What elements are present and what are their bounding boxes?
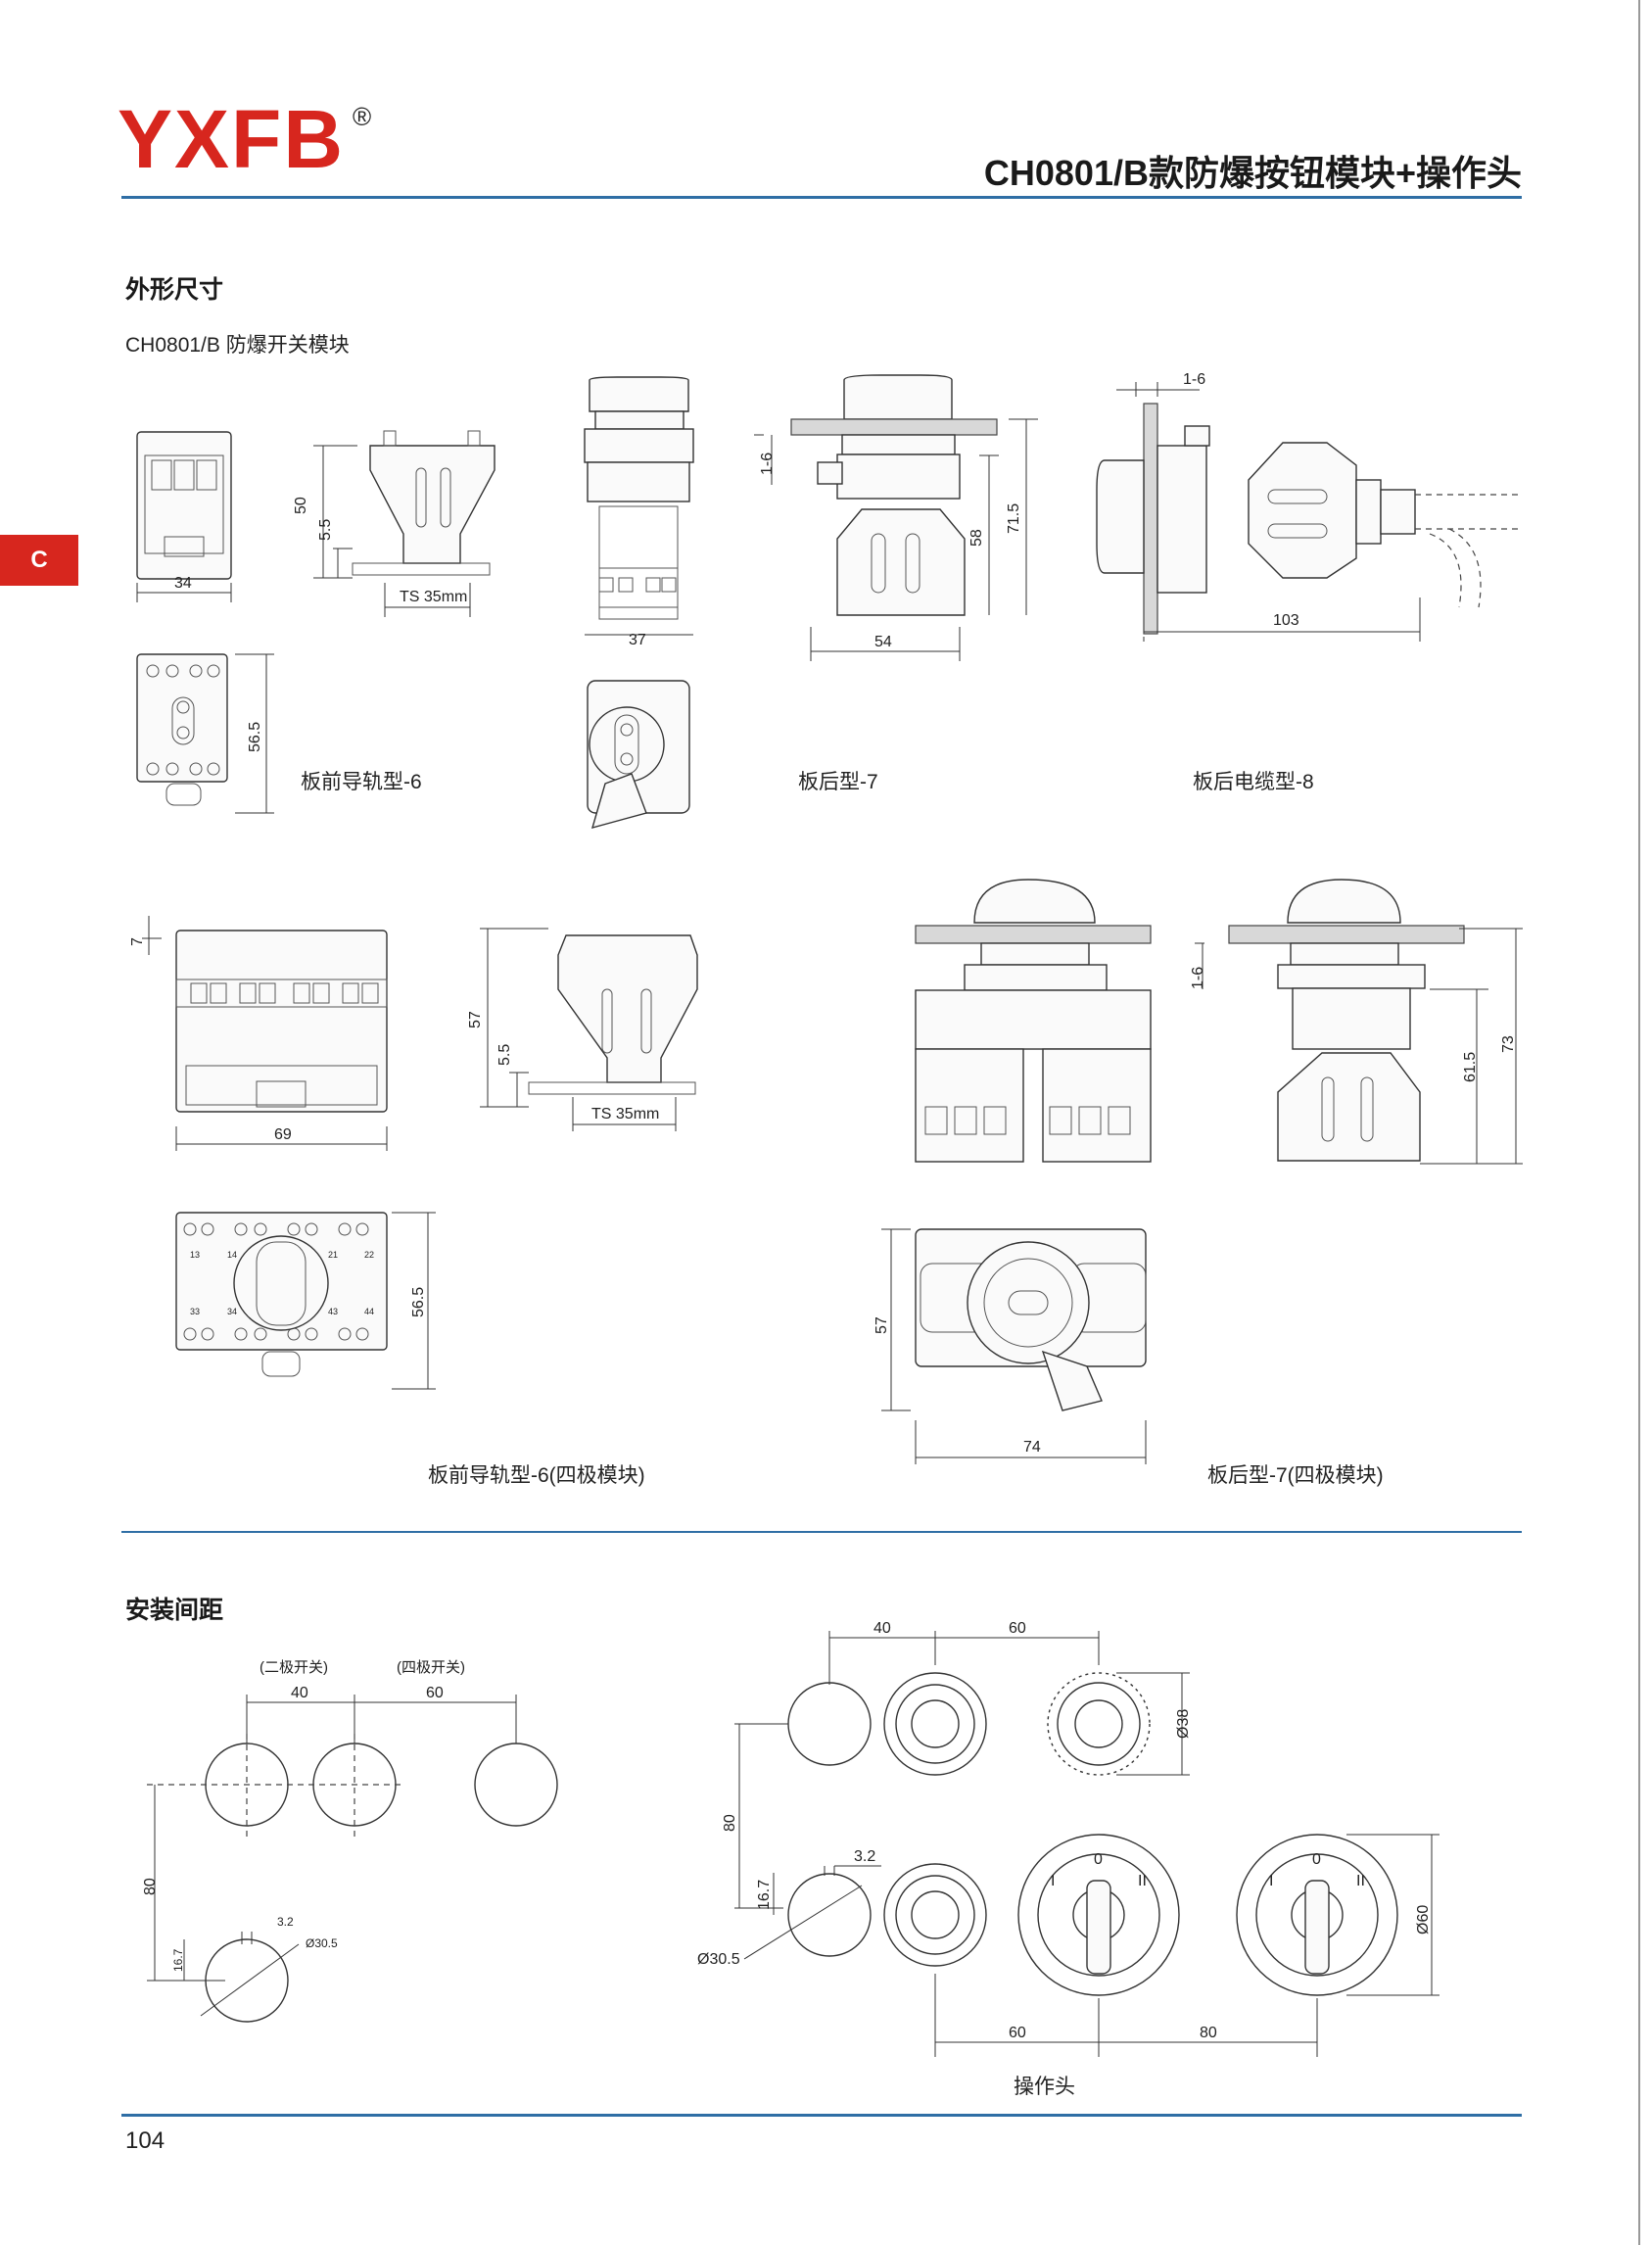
dim-d38: Ø38 bbox=[1175, 1709, 1192, 1739]
pos-I-a: I bbox=[1051, 1873, 1055, 1889]
dim-54: 54 bbox=[874, 634, 892, 650]
terminal-14: 14 bbox=[227, 1250, 237, 1260]
pos-II-a: II bbox=[1138, 1873, 1147, 1889]
dim-57-b: 57 bbox=[873, 1316, 890, 1334]
terminal-21: 21 bbox=[328, 1250, 338, 1260]
footer-rule bbox=[121, 2114, 1522, 2117]
dim-58: 58 bbox=[968, 529, 985, 547]
page-edge-line bbox=[1638, 0, 1640, 2245]
dim-60-c: 60 bbox=[1009, 2025, 1026, 2041]
dim-3-2-a: 3.2 bbox=[277, 1915, 294, 1929]
four-pole-side-view: 57 5.5 TS 35mm bbox=[467, 928, 698, 1131]
registered-mark: ® bbox=[353, 102, 372, 131]
four-pole-rear-assembly bbox=[915, 879, 1152, 1163]
dim-56-5-b: 56.5 bbox=[410, 1287, 427, 1317]
dim-37: 37 bbox=[629, 632, 646, 648]
dim-d60: Ø60 bbox=[1415, 1905, 1432, 1935]
section-tab[interactable]: C bbox=[0, 535, 78, 586]
dim-57-a: 57 bbox=[467, 1011, 484, 1028]
four-pole-rear-top: 57 74 bbox=[873, 1228, 1147, 1464]
dim-71-5: 71.5 bbox=[1006, 503, 1022, 534]
dim-34: 34 bbox=[174, 575, 192, 592]
dim-7: 7 bbox=[129, 937, 146, 946]
pos-I-b: I bbox=[1269, 1873, 1273, 1889]
dim-103: 103 bbox=[1273, 612, 1299, 629]
dim-5-5-a: 5.5 bbox=[317, 519, 334, 541]
terminal-34: 34 bbox=[227, 1307, 237, 1316]
terminal-44: 44 bbox=[364, 1307, 374, 1316]
dim-74: 74 bbox=[1023, 1439, 1041, 1456]
dim-16-7-b: 16.7 bbox=[756, 1880, 773, 1910]
label-four-pole: (四极开关) bbox=[397, 1659, 465, 1676]
four-pole-rear-side: 1-6 61.5 73 bbox=[1190, 879, 1523, 1165]
rear-7-knob-top bbox=[587, 680, 690, 830]
rear-cable-8-side: 1-6 103 bbox=[1096, 371, 1523, 642]
caption-rear-cable-8: 板后电缆型-8 bbox=[1193, 771, 1314, 793]
dim-60-b: 60 bbox=[1009, 1620, 1026, 1637]
dim-1-6-b: 1-6 bbox=[1183, 371, 1205, 388]
section-divider bbox=[121, 1531, 1522, 1533]
dim-73: 73 bbox=[1500, 1035, 1517, 1053]
dim-50: 50 bbox=[293, 497, 309, 514]
dim-80-a: 80 bbox=[142, 1878, 159, 1895]
caption-front-rail-6-four: 板前导轨型-6(四极模块) bbox=[428, 1464, 645, 1487]
dim-1-6-c: 1-6 bbox=[1190, 967, 1206, 989]
caption-operator-head: 操作头 bbox=[1014, 2076, 1075, 2098]
module-front-view: 34 bbox=[136, 431, 232, 602]
dim-56-5-a: 56.5 bbox=[247, 722, 263, 752]
terminal-43: 43 bbox=[328, 1307, 338, 1316]
module-name: CH0801/B 防爆开关模块 bbox=[125, 334, 350, 357]
dimensions-heading: 外形尺寸 bbox=[125, 276, 224, 304]
page-number: 104 bbox=[125, 2127, 165, 2154]
spacing-left-diagram: (二极开关) (四极开关) 40 60 80 3.2 16.7 Ø30.5 bbox=[142, 1659, 558, 2023]
caption-front-rail-6: 板前导轨型-6 bbox=[301, 771, 422, 793]
dim-d30-5-a: Ø30.5 bbox=[306, 1936, 338, 1950]
dim-40-b: 40 bbox=[873, 1620, 891, 1637]
dim-61-5: 61.5 bbox=[1462, 1052, 1479, 1082]
page-title: CH0801/B款防爆按钮模块+操作头 bbox=[983, 153, 1522, 193]
module-side-view: 50 5.5 TS 35mm bbox=[293, 430, 496, 617]
brand-logo: YXFB bbox=[118, 93, 346, 185]
rear-7-panel-mount: 1-6 58 71.5 54 bbox=[754, 374, 1038, 661]
dim-69: 69 bbox=[274, 1126, 292, 1143]
caption-rear-7: 板后型-7 bbox=[798, 771, 878, 793]
dim-80-c: 80 bbox=[1200, 2025, 1217, 2041]
dim-d30-5-b: Ø30.5 bbox=[697, 1951, 740, 1968]
spacing-heading: 安装间距 bbox=[125, 1597, 224, 1624]
rear-7-module-side: 37 bbox=[584, 376, 694, 648]
pos-0-b: 0 bbox=[1312, 1851, 1321, 1868]
four-pole-front-view: 7 69 bbox=[129, 916, 388, 1151]
label-two-pole: (二极开关) bbox=[260, 1659, 328, 1676]
dim-40-a: 40 bbox=[291, 1685, 308, 1701]
dim-1-6-a: 1-6 bbox=[759, 453, 776, 475]
terminal-22: 22 bbox=[364, 1250, 374, 1260]
four-pole-top-view: 13 14 21 22 33 34 43 44 56.5 bbox=[175, 1212, 436, 1390]
dim-ts35-a: TS 35mm bbox=[400, 589, 467, 605]
terminal-33: 33 bbox=[190, 1307, 200, 1316]
module-top-view: 56.5 bbox=[136, 653, 274, 814]
dim-5-5-b: 5.5 bbox=[496, 1044, 513, 1066]
caption-rear-7-four: 板后型-7(四极模块) bbox=[1207, 1464, 1384, 1487]
terminal-13: 13 bbox=[190, 1250, 200, 1260]
pos-0-a: 0 bbox=[1094, 1851, 1103, 1868]
dim-ts35-b: TS 35mm bbox=[591, 1106, 659, 1122]
pos-II-b: II bbox=[1356, 1873, 1365, 1889]
header-rule bbox=[121, 196, 1522, 199]
dim-80-b: 80 bbox=[722, 1814, 738, 1832]
dim-3-2-b: 3.2 bbox=[854, 1848, 875, 1865]
dim-60-a: 60 bbox=[426, 1685, 444, 1701]
dim-16-7-a: 16.7 bbox=[171, 1948, 185, 1972]
spacing-right-diagram: 40 60 Ø38 80 3.2 16.7 Ø30.5 0 I II bbox=[697, 1620, 1440, 2057]
